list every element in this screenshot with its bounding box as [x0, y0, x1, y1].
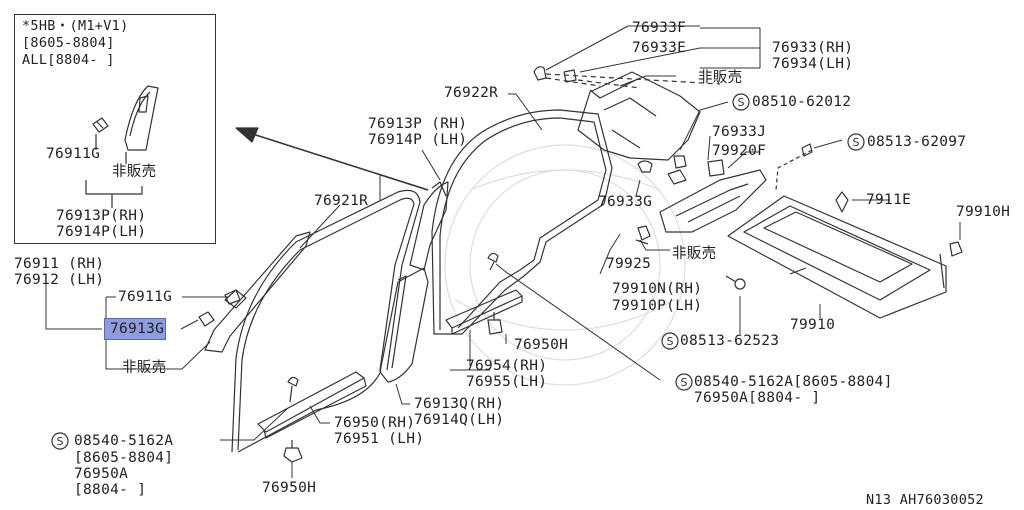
screw-mark: S — [667, 335, 674, 348]
screw-mark: S — [738, 96, 745, 109]
inset-label-76913P: 76913P(RH) — [56, 208, 147, 224]
leader-lines — [45, 25, 961, 478]
rear-side-finisher — [659, 169, 767, 233]
kicking-plate-rear — [445, 289, 523, 335]
label-not-sold-2: 非販売 — [698, 70, 743, 86]
label-7911E: 7911E — [866, 192, 912, 208]
label-76950A-rear: 76950A[8804- ] — [694, 390, 821, 406]
label-range-8804: [8804- ] — [74, 482, 147, 498]
footer-code: N13 AH76030052 — [866, 492, 984, 508]
label-79910N-rh: 79910N(RH) — [612, 281, 703, 297]
label-not-sold-1: 非販売 — [122, 360, 167, 376]
kicking-plate-front — [257, 371, 367, 439]
label-76950H-rear: 76950H — [514, 337, 569, 353]
highlight-76913G — [104, 318, 166, 340]
label-79910P-lh: 79910P(LH) — [612, 298, 703, 314]
inset-box — [14, 14, 216, 244]
clip-76933E — [563, 69, 577, 83]
center-pillar-lower-trim — [379, 267, 429, 383]
screw-mark: S — [681, 376, 688, 389]
hook-79910H — [939, 241, 963, 289]
detail-arrow — [239, 129, 429, 191]
label-76911G: 76911G — [118, 289, 173, 305]
clip-76950H-front — [283, 440, 303, 463]
label-08540-5162A-rear: 08540-5162A[8605-8804] — [694, 374, 893, 390]
label-79920F: 79920F — [712, 143, 767, 159]
clip-7911E — [835, 191, 849, 213]
clip-76911G — [224, 289, 241, 305]
inset-clip — [92, 117, 109, 133]
label-76913G[interactable]: 76913G — [110, 321, 165, 337]
clip-76933G — [637, 160, 653, 173]
label-76913P-rh: 76913P (RH) — [368, 116, 468, 132]
label-76911-rh: 76911 (RH) — [14, 256, 105, 272]
clip-76950H-rear — [487, 312, 503, 335]
label-76933-rh: 76933(RH) — [772, 40, 854, 56]
label-76933J: 76933J — [712, 124, 767, 140]
clip-76933F — [533, 66, 547, 81]
label-76954-rh: 76954(RH) — [466, 358, 548, 374]
label-76934-lh: 76934(LH) — [772, 56, 854, 72]
dashed-lines-rear — [545, 73, 721, 89]
watermark — [444, 144, 686, 386]
label-not-sold-3: 非販売 — [672, 246, 717, 262]
label-76912-lh: 76912 (LH) — [14, 272, 105, 288]
label-79910H: 79910H — [956, 204, 1011, 220]
center-pillar-upper-trim — [409, 181, 449, 271]
label-08513-62097: 08513-62097 — [867, 134, 967, 150]
clip-76913G — [198, 311, 215, 327]
luggage-board — [727, 195, 947, 319]
clip-79925 — [635, 225, 651, 245]
screw-mark: S — [853, 136, 860, 149]
rear-door-weatherstrip — [431, 109, 613, 335]
screw-symbols — [51, 93, 865, 450]
screw-08513-b — [725, 275, 746, 290]
label-76914P-lh: 76914P (LH) — [368, 132, 468, 148]
label-76914Q-lh: 76914Q(LH) — [414, 412, 505, 428]
label-79910: 79910 — [790, 317, 836, 333]
label-76955-lh: 76955(LH) — [466, 374, 548, 390]
screw-rear — [487, 252, 499, 271]
screw-mark: S — [57, 435, 64, 448]
inset-label-76914P: 76914P(LH) — [56, 224, 147, 240]
label-76933G: 76933G — [598, 194, 653, 210]
label-76922R: 76922R — [444, 85, 499, 101]
label-76950A-front: 76950A — [74, 466, 129, 482]
label-76933F: 76933F — [632, 20, 687, 36]
label-08510-62012: 08510-62012 — [752, 94, 852, 110]
screw-front — [287, 376, 299, 403]
fastener-08510 — [667, 155, 687, 185]
label-76921R: 76921R — [314, 193, 369, 209]
inset-header-line1: *5HB・(M1+V1) — [22, 18, 129, 34]
inset-label-not-sold: 非販売 — [112, 164, 157, 180]
label-76950-rh: 76950(RH) — [334, 415, 416, 431]
label-range-8605-8804: [8605-8804] — [74, 450, 174, 466]
clip-76933J — [707, 159, 725, 177]
label-76951-lh: 76951 (LH) — [334, 431, 425, 447]
inset-header-line3: ALL[8804- ] — [22, 52, 115, 68]
label-76913Q-rh: 76913Q(RH) — [414, 396, 505, 412]
label-79925: 79925 — [606, 256, 652, 272]
front-door-weatherstrip — [231, 189, 421, 453]
inset-pillar-trim — [124, 85, 159, 151]
rear-quarter-trim — [577, 71, 701, 161]
inset-header-line2: [8605-8804] — [22, 35, 115, 51]
inset-leader — [85, 134, 143, 208]
inset-label-76911G: 76911G — [46, 146, 101, 162]
label-76950H-front: 76950H — [262, 480, 317, 496]
label-76933E: 76933E — [632, 40, 687, 56]
label-08513-62523: 08513-62523 — [680, 333, 780, 349]
label-08540-5162A-front: 08540-5162A — [74, 433, 174, 449]
screw-08513-a — [801, 143, 813, 157]
